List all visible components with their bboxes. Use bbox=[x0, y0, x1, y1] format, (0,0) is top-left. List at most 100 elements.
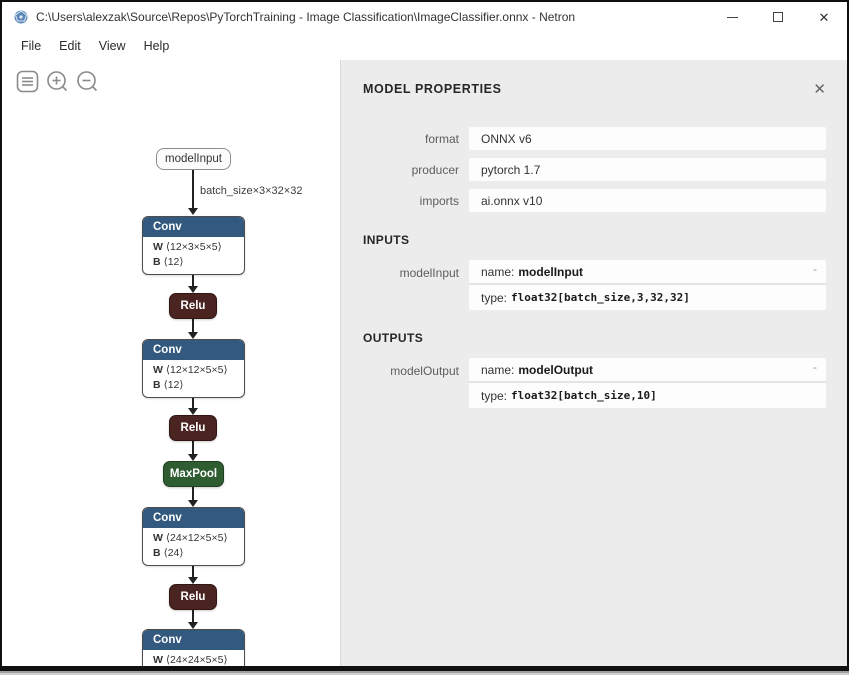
netron-logo-icon bbox=[14, 10, 28, 24]
attr-w-value: ⟨12×12×5×5⟩ bbox=[165, 364, 228, 376]
property-label: producer bbox=[411, 162, 459, 177]
hamburger-menu-icon[interactable] bbox=[16, 70, 39, 93]
output-name-row: name: modelOutput - bbox=[469, 358, 826, 383]
panel-header: MODEL PROPERTIES ✕ bbox=[363, 82, 826, 97]
property-row-format: format ONNX v6 bbox=[363, 127, 826, 150]
attr-w-key: W bbox=[153, 241, 163, 253]
menu-bar: File Edit View Help bbox=[2, 32, 847, 60]
edge-relu2-maxpool bbox=[192, 441, 194, 455]
attr-w-key: W bbox=[153, 532, 163, 544]
input-item-label: modelInput bbox=[399, 266, 459, 280]
output-type-value: float32[batch_size,10] bbox=[511, 389, 657, 402]
edge-maxpool-conv3 bbox=[192, 487, 194, 501]
arrowhead-icon bbox=[188, 408, 198, 415]
node-relu3[interactable]: Relu bbox=[169, 584, 217, 610]
window-controls: ✕ bbox=[709, 2, 847, 32]
inputs-section-title: INPUTS bbox=[363, 233, 410, 247]
attr-b-key: B bbox=[153, 379, 161, 391]
node-conv2-attrs: W⟨12×12×5×5⟩ B⟨12⟩ bbox=[143, 360, 244, 397]
output-name-value: modelOutput bbox=[518, 362, 594, 377]
output-item-label: modelOutput bbox=[390, 364, 459, 378]
node-maxpool[interactable]: MaxPool bbox=[163, 461, 224, 487]
attr-w-key: W bbox=[153, 364, 163, 376]
outputs-section-title: OUTPUTS bbox=[363, 331, 424, 345]
menu-help[interactable]: Help bbox=[143, 39, 170, 53]
attr-b-key: B bbox=[153, 547, 161, 559]
menu-file[interactable]: File bbox=[21, 39, 42, 53]
maximize-button[interactable] bbox=[755, 2, 801, 32]
node-conv1[interactable]: Conv W⟨12×3×5×5⟩ B⟨12⟩ bbox=[142, 216, 245, 275]
output-type-row: type: float32[batch_size,10] bbox=[469, 383, 826, 408]
property-row-producer: producer pytorch 1.7 bbox=[363, 158, 826, 181]
property-label: imports bbox=[419, 193, 459, 208]
edge-tensor-shape-label: batch_size×3×32×32 bbox=[200, 185, 303, 197]
arrowhead-icon bbox=[188, 622, 198, 629]
title-bar: C:\Users\alexzak\Source\Repos\PyTorchTra… bbox=[2, 2, 847, 32]
attr-w-value: ⟨12×3×5×5⟩ bbox=[165, 241, 222, 253]
arrowhead-icon bbox=[188, 577, 198, 584]
maximize-icon bbox=[773, 12, 783, 22]
attr-b-value: ⟨24⟩ bbox=[163, 547, 184, 559]
attr-b-value: ⟨12⟩ bbox=[163, 379, 184, 391]
panel-close-icon[interactable]: ✕ bbox=[813, 81, 826, 98]
property-value-format: ONNX v6 bbox=[469, 127, 826, 150]
graph-toolbar bbox=[16, 70, 99, 93]
node-conv4-attrs: W⟨24×24×5×5⟩ bbox=[143, 650, 244, 666]
minimize-button[interactable] bbox=[709, 2, 755, 32]
node-conv2[interactable]: Conv W⟨12×12×5×5⟩ B⟨12⟩ bbox=[142, 339, 245, 398]
type-key: type: bbox=[481, 388, 508, 403]
panel-title: MODEL PROPERTIES bbox=[363, 82, 502, 96]
arrowhead-icon bbox=[188, 500, 198, 507]
name-key: name: bbox=[481, 264, 515, 279]
edge-relu1-conv2 bbox=[192, 319, 194, 332]
input-type-value: float32[batch_size,3,32,32] bbox=[511, 291, 690, 304]
edge-input-conv1 bbox=[192, 169, 194, 208]
arrowhead-icon bbox=[188, 454, 198, 461]
graph-canvas[interactable]: batch_size×3×32×32 modelInput Conv W⟨12×… bbox=[2, 60, 340, 666]
menu-edit[interactable]: Edit bbox=[59, 39, 81, 53]
close-button[interactable]: ✕ bbox=[801, 2, 847, 32]
arrowhead-icon bbox=[188, 286, 198, 293]
node-conv4-title: Conv bbox=[143, 630, 244, 650]
node-model-input[interactable]: modelInput bbox=[156, 148, 231, 170]
minimize-icon bbox=[726, 16, 738, 18]
input-name-row: name: modelInput - bbox=[469, 260, 826, 285]
attr-w-value: ⟨24×12×5×5⟩ bbox=[165, 532, 228, 544]
node-conv4[interactable]: Conv W⟨24×24×5×5⟩ bbox=[142, 629, 245, 666]
node-conv3-attrs: W⟨24×12×5×5⟩ B⟨24⟩ bbox=[143, 528, 244, 565]
node-conv3[interactable]: Conv W⟨24×12×5×5⟩ B⟨24⟩ bbox=[142, 507, 245, 566]
edge-conv2-relu2 bbox=[192, 398, 194, 409]
menu-view[interactable]: View bbox=[98, 39, 126, 53]
window-title: C:\Users\alexzak\Source\Repos\PyTorchTra… bbox=[36, 10, 576, 24]
input-type-row: type: float32[batch_size,3,32,32] bbox=[469, 285, 826, 310]
collapse-toggle-icon[interactable]: - bbox=[813, 360, 817, 374]
output-item-box: name: modelOutput - type: float32[batch_… bbox=[469, 358, 826, 408]
property-value-producer: pytorch 1.7 bbox=[469, 158, 826, 181]
node-conv1-title: Conv bbox=[143, 217, 244, 237]
node-conv1-attrs: W⟨12×3×5×5⟩ B⟨12⟩ bbox=[143, 237, 244, 274]
node-conv3-title: Conv bbox=[143, 508, 244, 528]
input-name-value: modelInput bbox=[518, 264, 584, 279]
model-properties-list: format ONNX v6 producer pytorch 1.7 impo… bbox=[363, 127, 826, 212]
node-relu1[interactable]: Relu bbox=[169, 293, 217, 319]
edge-conv3-relu3 bbox=[192, 566, 194, 578]
attr-w-value: ⟨24×24×5×5⟩ bbox=[165, 654, 228, 666]
model-properties-panel: MODEL PROPERTIES ✕ format ONNX v6 produc… bbox=[340, 60, 847, 666]
input-item-box: name: modelInput - type: float32[batch_s… bbox=[469, 260, 826, 310]
close-icon: ✕ bbox=[818, 9, 830, 25]
arrowhead-icon bbox=[188, 332, 198, 339]
edge-conv1-relu1 bbox=[192, 275, 194, 287]
zoom-in-icon[interactable] bbox=[46, 70, 69, 93]
node-conv2-title: Conv bbox=[143, 340, 244, 360]
type-key: type: bbox=[481, 290, 508, 305]
attr-w-key: W bbox=[153, 654, 163, 666]
zoom-out-icon[interactable] bbox=[76, 70, 99, 93]
main-content: batch_size×3×32×32 modelInput Conv W⟨12×… bbox=[2, 60, 847, 666]
name-key: name: bbox=[481, 362, 515, 377]
collapse-toggle-icon[interactable]: - bbox=[813, 262, 817, 276]
node-relu2[interactable]: Relu bbox=[169, 415, 217, 441]
property-row-imports: imports ai.onnx v10 bbox=[363, 189, 826, 212]
attr-b-value: ⟨12⟩ bbox=[163, 256, 184, 268]
property-value-imports: ai.onnx v10 bbox=[469, 189, 826, 212]
